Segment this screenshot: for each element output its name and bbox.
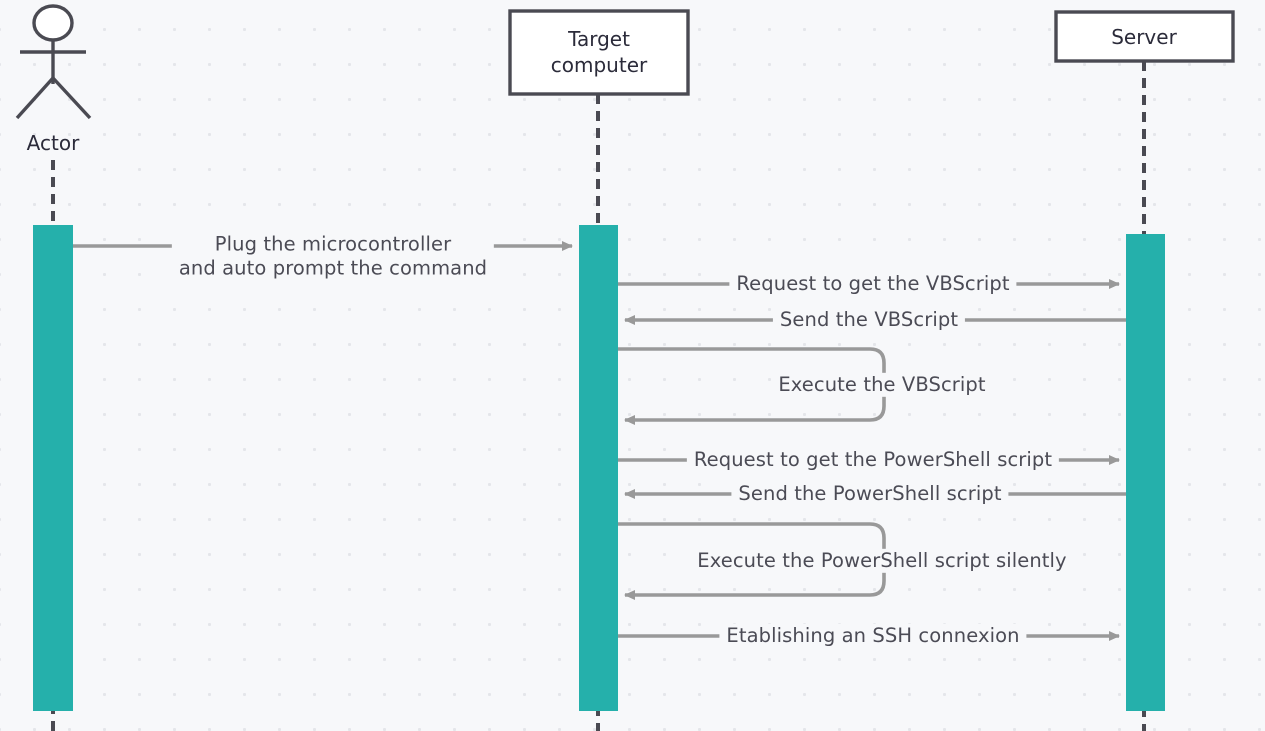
participant-box-server[interactable]	[1054, 10, 1235, 63]
participant-label-target: Target computer	[550, 27, 648, 77]
message-label-8: Etablishing an SSH connexion	[719, 623, 1027, 649]
message-label-2: Request to get the VBScript	[729, 271, 1017, 297]
message-label-5: Request to get the PowerShell script	[686, 447, 1060, 473]
activation-bar-target	[579, 225, 618, 711]
message-label-1: Plug the microcontroller and auto prompt…	[171, 232, 495, 282]
activation-bar-actor	[33, 225, 73, 711]
activation-bar-server	[1126, 234, 1165, 711]
participant-label-actor: Actor	[26, 131, 80, 155]
participant-label-server: Server	[1111, 25, 1177, 49]
message-label-6: Send the PowerShell script	[731, 481, 1009, 507]
message-label-7: Execute the PowerShell script silently	[690, 548, 1074, 574]
message-label-4: Execute the VBScript	[771, 372, 993, 398]
message-label-3: Send the VBScript	[772, 307, 966, 333]
actor-figure	[15, 4, 92, 120]
participant-box-target[interactable]	[508, 9, 690, 96]
